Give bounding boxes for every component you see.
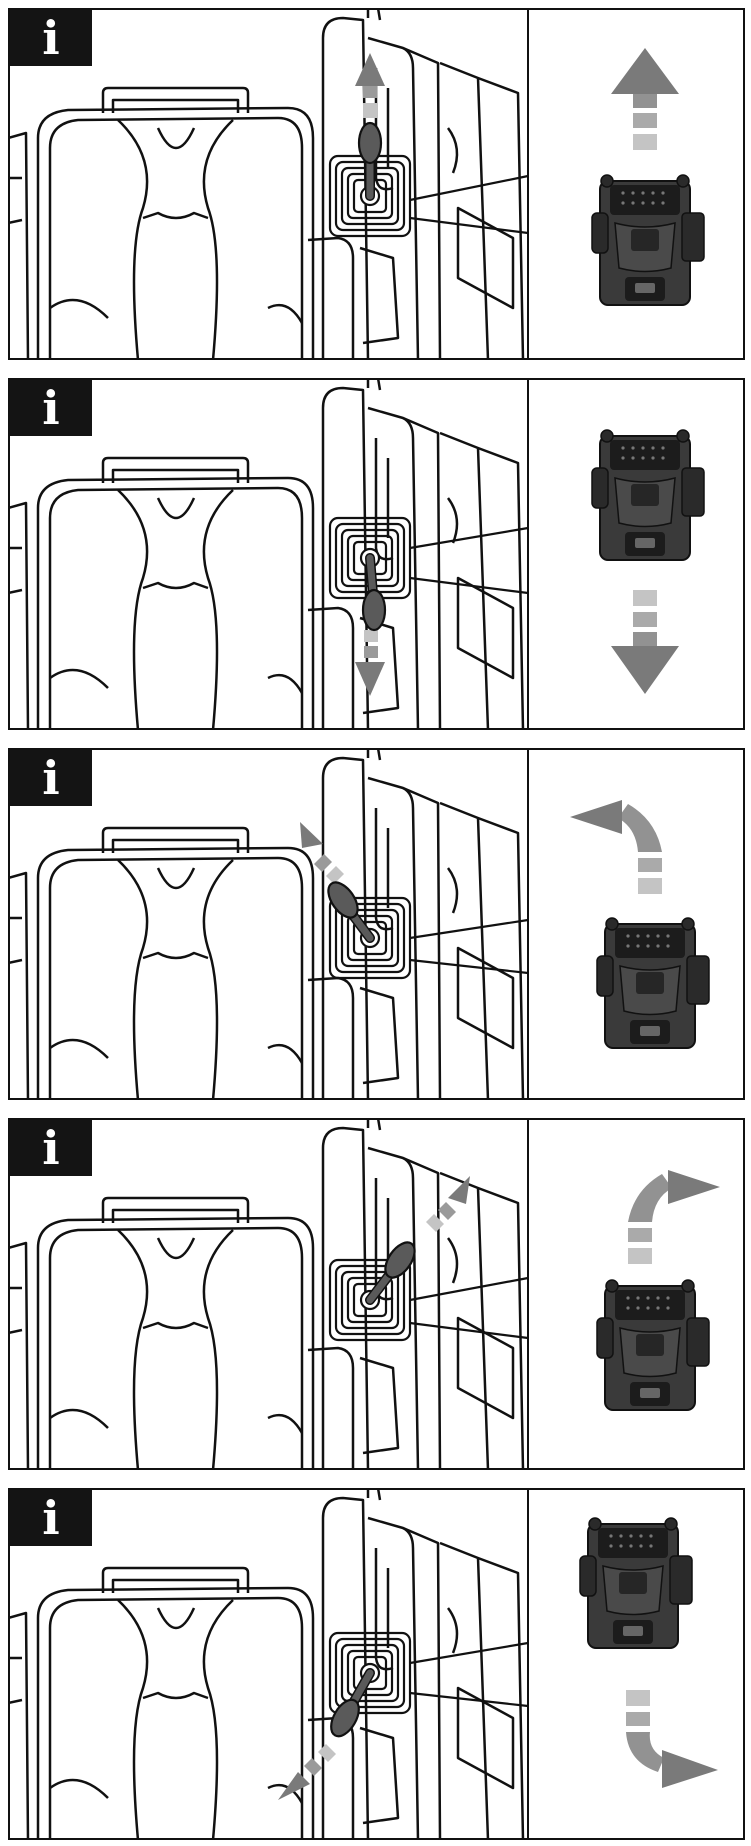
console-illustration xyxy=(307,378,525,730)
panel-frame xyxy=(8,748,745,1100)
motion-arrow xyxy=(570,800,662,894)
joystick-lever xyxy=(330,1668,375,1738)
joystick-base xyxy=(328,154,529,238)
console-illustration xyxy=(307,1488,525,1840)
panel-frame xyxy=(8,8,745,360)
panel-illustration xyxy=(8,1118,745,1470)
mower-icon xyxy=(591,174,705,306)
panel-frame xyxy=(8,378,745,730)
badge-letter: i xyxy=(42,381,60,435)
panel-illustration xyxy=(8,748,745,1100)
info-icon: i xyxy=(10,750,92,806)
motion-arrow xyxy=(611,48,679,150)
info-icon: i xyxy=(10,380,92,436)
joystick-lever xyxy=(361,553,387,632)
mower-icon xyxy=(579,1517,693,1649)
seat-illustration xyxy=(8,86,315,360)
badge-letter: i xyxy=(42,11,60,65)
mower-icon xyxy=(596,917,710,1049)
panel-forward: i xyxy=(8,8,745,360)
panel-forward-right: i xyxy=(8,1118,745,1470)
joystick-arrow xyxy=(278,1744,336,1800)
info-icon: i xyxy=(10,1490,92,1546)
info-icon: i xyxy=(10,1120,92,1176)
panel-illustration xyxy=(8,1488,745,1840)
seat-illustration xyxy=(8,1196,315,1470)
panel-forward-left: i xyxy=(8,748,745,1100)
console-illustration xyxy=(307,1118,525,1470)
panel-frame xyxy=(8,1118,745,1470)
joystick-base xyxy=(328,896,529,980)
joystick-arrow xyxy=(300,822,344,884)
mower-icon xyxy=(591,429,705,561)
joystick-arrow xyxy=(426,1176,470,1232)
joystick-lever xyxy=(327,881,375,943)
console-illustration xyxy=(307,8,525,360)
joystick-base xyxy=(328,516,529,600)
motion-arrow xyxy=(626,1690,718,1788)
seat-illustration xyxy=(8,456,315,730)
panel-backward-left: i xyxy=(8,1488,745,1840)
joystick-arrow xyxy=(355,630,385,696)
panel-backward: i xyxy=(8,378,745,730)
badge-letter: i xyxy=(42,751,60,805)
seat-illustration xyxy=(8,1566,315,1840)
joystick-lever xyxy=(357,121,383,201)
joystick-arrow xyxy=(355,53,385,118)
panel-frame xyxy=(8,1488,745,1840)
mower-icon xyxy=(596,1279,710,1411)
joystick-lever xyxy=(365,1241,416,1305)
badge-letter: i xyxy=(42,1491,60,1545)
panel-illustration xyxy=(8,378,745,730)
motion-arrow xyxy=(611,590,679,694)
motion-arrow xyxy=(628,1170,720,1264)
badge-letter: i xyxy=(42,1121,60,1175)
panel-illustration xyxy=(8,8,745,360)
joystick-base xyxy=(328,1258,529,1342)
console-illustration xyxy=(307,748,525,1100)
seat-illustration xyxy=(8,826,315,1100)
info-icon: i xyxy=(10,10,92,66)
